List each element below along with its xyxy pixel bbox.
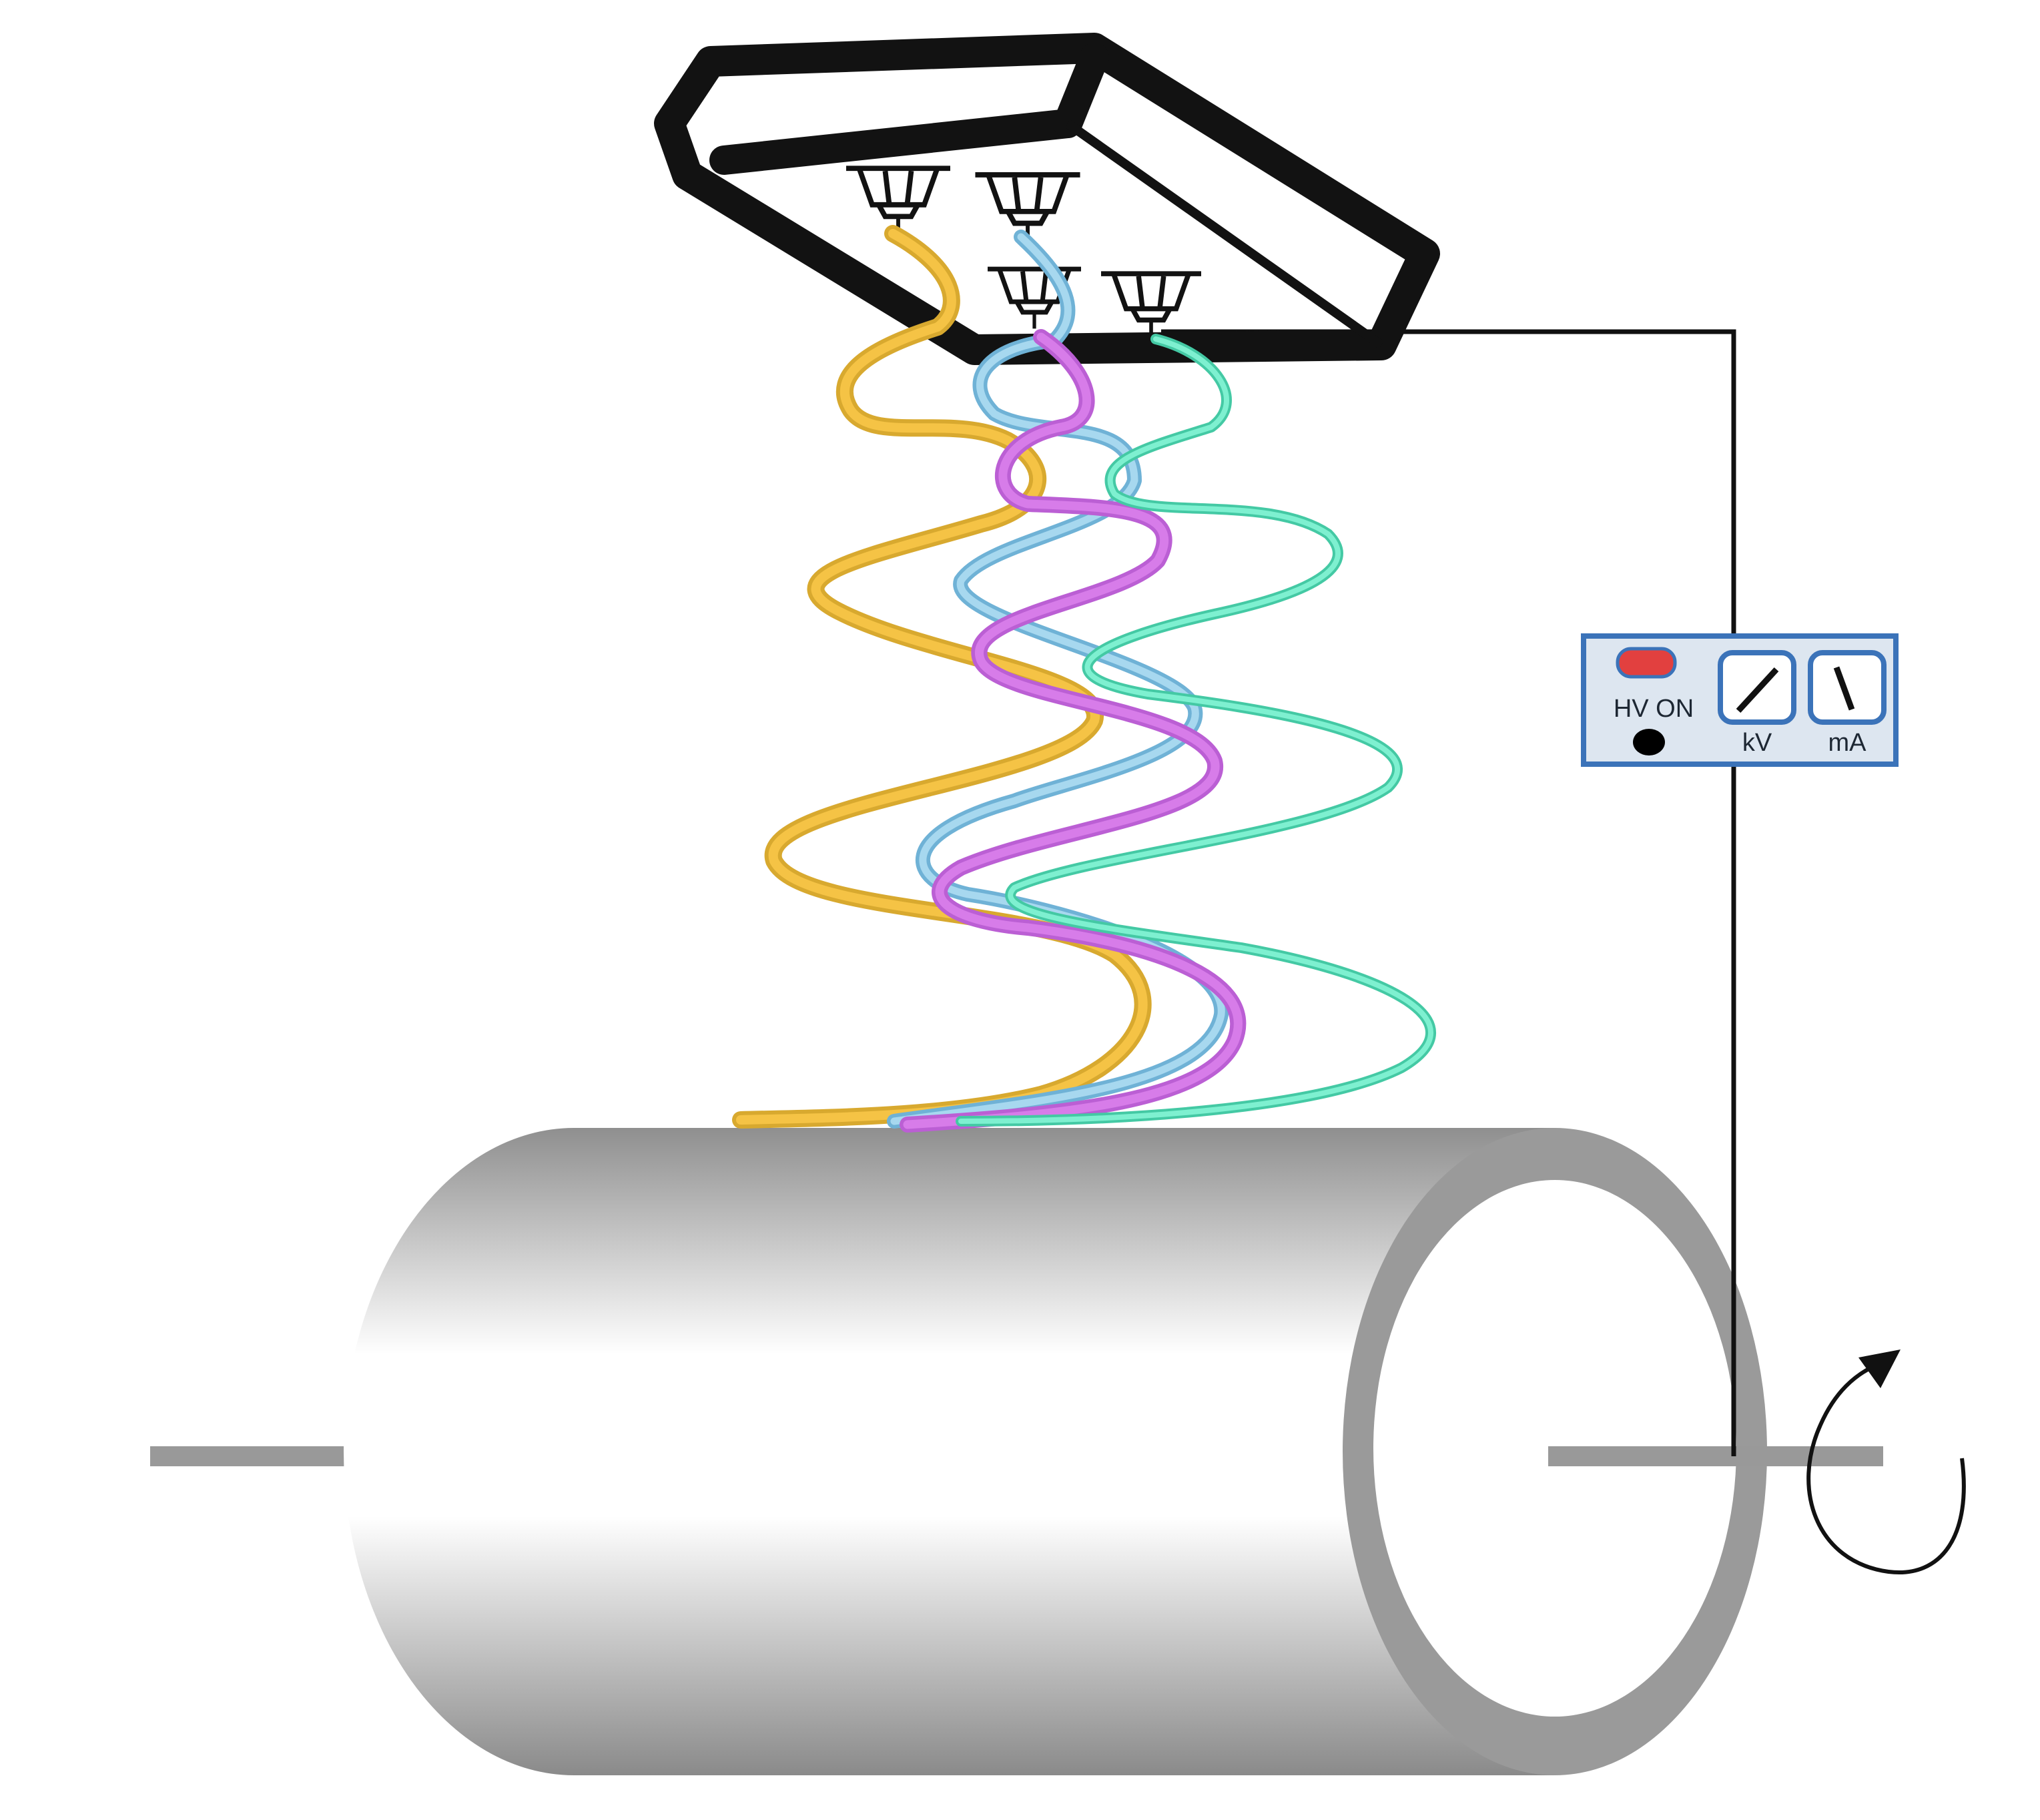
fiber-jets xyxy=(732,225,1436,1133)
rotation-arrow-icon xyxy=(1806,1349,1966,1574)
ma-needle xyxy=(1833,666,1855,711)
collector-drum xyxy=(150,1128,1883,1775)
spinneret-icon xyxy=(846,168,950,234)
fiber-jet-yellow xyxy=(732,225,1152,1129)
spinneret-frame xyxy=(654,33,1440,365)
hv-power-button[interactable] xyxy=(1633,729,1665,755)
hv-on-label: HV ON xyxy=(1614,695,1694,723)
drum-body xyxy=(344,1128,1555,1775)
fiber-jet-magenta xyxy=(900,329,1247,1133)
spinneret-icon xyxy=(975,175,1080,242)
hv-indicator-light xyxy=(1616,647,1677,679)
frame-inner-edge xyxy=(1064,119,1385,349)
frame-edge-diagonal xyxy=(1053,43,1109,138)
ma-meter xyxy=(1808,650,1887,725)
fiber-jet-teal xyxy=(956,334,1436,1127)
hv-control-box: HV ON kV mA xyxy=(1581,633,1899,767)
spinneret-icon xyxy=(1101,274,1201,338)
kv-label: kV xyxy=(1742,729,1772,757)
kv-needle xyxy=(1736,667,1779,713)
frame-edge xyxy=(709,109,1082,175)
frame-outer xyxy=(654,33,1440,365)
ma-label: mA xyxy=(1828,729,1867,757)
